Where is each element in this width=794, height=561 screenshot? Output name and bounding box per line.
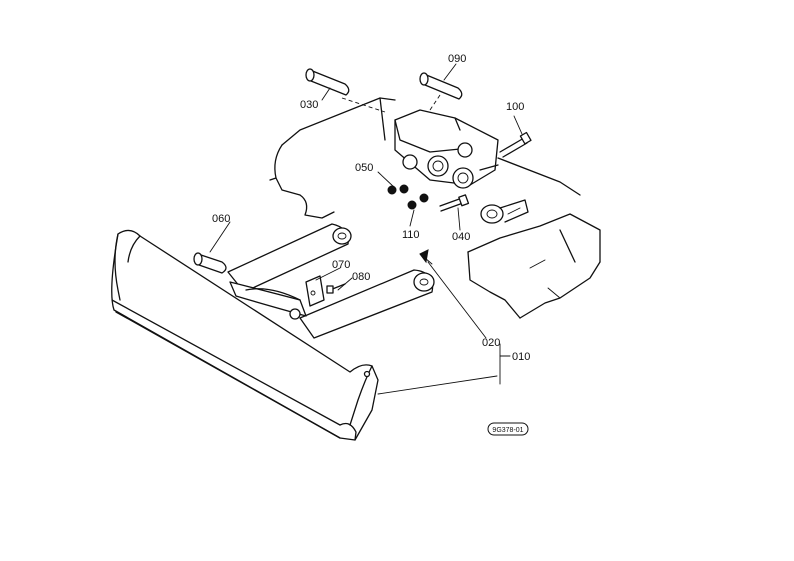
dash-line-090 <box>429 94 441 111</box>
leader-lines <box>209 63 523 395</box>
pivot-bracket-right <box>480 199 529 224</box>
callout-020: 020 <box>482 337 500 349</box>
callout-050: 050 <box>355 162 373 174</box>
plate-070 <box>305 275 325 307</box>
callout-090: 090 <box>448 53 466 65</box>
push-arm-right <box>299 269 435 339</box>
mounting-bracket <box>394 109 499 189</box>
callout-070: 070 <box>332 259 350 271</box>
nuts-050 <box>387 184 409 195</box>
callout-080: 080 <box>352 271 370 283</box>
dash-line-030 <box>341 97 386 113</box>
bolt-040 <box>439 194 470 212</box>
bolt-080 <box>326 283 346 294</box>
pin-030 <box>305 68 350 96</box>
callout-010: 010 <box>512 351 530 363</box>
tractor-frame-right <box>467 157 601 319</box>
callout-100: 100 <box>506 101 524 113</box>
callout-060: 060 <box>212 213 230 225</box>
reference-code-badge: 9G378-01 <box>487 422 529 436</box>
nuts-110 <box>407 193 429 210</box>
callout-110: 110 <box>402 229 420 241</box>
cross-member <box>229 281 307 320</box>
fitting-020 <box>419 249 433 265</box>
callout-040: 040 <box>452 231 470 243</box>
tractor-frame-left <box>269 97 396 219</box>
callout-030: 030 <box>300 99 318 111</box>
pin-060 <box>193 252 227 274</box>
dozer-blade <box>111 229 379 441</box>
reference-code: 9G378-01 <box>492 427 523 434</box>
bolt-100 <box>499 131 532 158</box>
pin-090 <box>419 72 463 100</box>
push-arm-left <box>227 223 352 293</box>
